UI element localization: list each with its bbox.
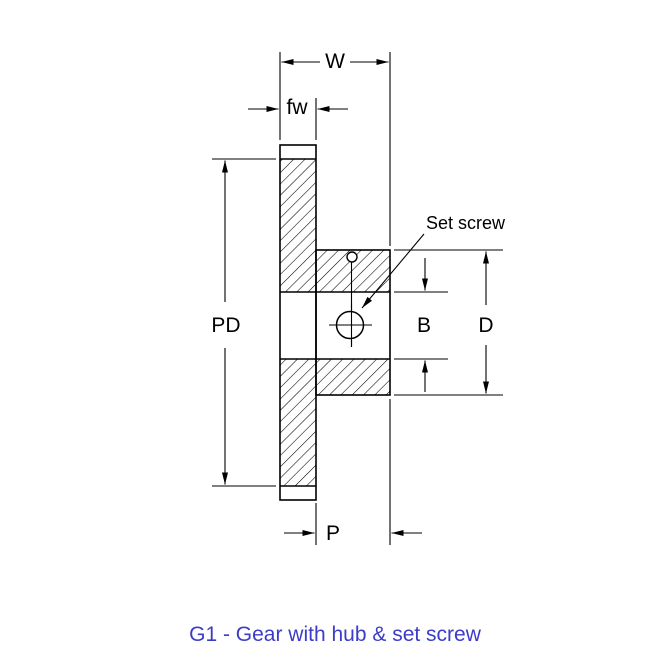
dimension-overall-width <box>279 52 391 246</box>
flange-hatch-upper <box>280 159 316 292</box>
set-screw-hole <box>329 251 372 347</box>
set-screw-callout <box>361 233 425 309</box>
label-hub-diameter: D <box>478 314 493 337</box>
dimension-bore <box>394 258 448 392</box>
dimension-face-width <box>248 98 348 140</box>
label-bore: B <box>417 314 431 337</box>
label-face-width: fw <box>287 96 309 119</box>
label-hub-projection: P <box>326 522 340 545</box>
hub-outline <box>315 249 391 396</box>
dimension-pitch-diameter <box>212 158 276 487</box>
leader-line <box>361 233 425 309</box>
set-screw-top-circle <box>346 251 358 263</box>
gear-cross-section <box>279 144 391 501</box>
hub-hatch-lower <box>316 359 390 395</box>
label-overall-width: W <box>325 50 345 73</box>
label-set-screw: Set screw <box>426 213 506 233</box>
figure-caption: G1 - Gear with hub & set screw <box>189 623 482 646</box>
dimension-hub-projection <box>284 399 422 545</box>
label-pitch-diameter: PD <box>211 314 240 337</box>
flange-hatch-lower <box>280 359 316 486</box>
dimension-hub-diameter <box>394 249 503 396</box>
